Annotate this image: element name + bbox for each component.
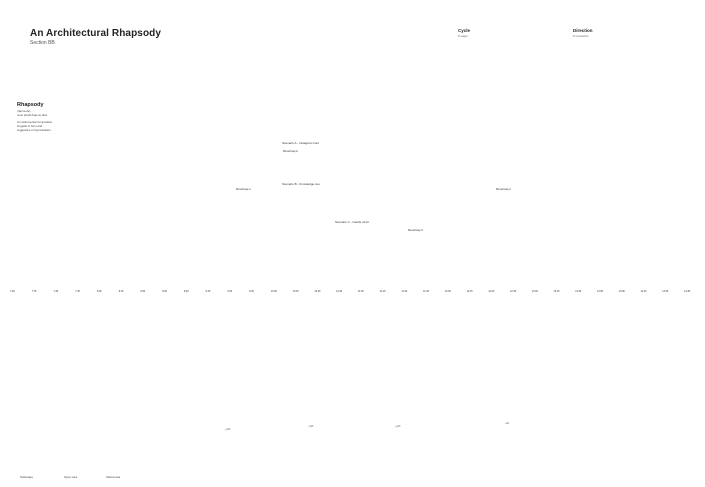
timeline-tick-label: 8:45	[162, 290, 167, 293]
sea-line	[11, 435, 121, 441]
timeline-tick-label: 9:45	[249, 290, 254, 293]
timeline-tick-label: 11:15	[379, 290, 386, 293]
contour-label: +150	[307, 424, 314, 429]
timeline-tick-label: 10:15	[292, 290, 299, 293]
timeline-tick-label: 7:00	[10, 290, 15, 293]
page-subtitle: Section BB	[30, 40, 55, 46]
timeline-ruler	[2, 286, 699, 303]
timeline-tick-label: 14:15	[640, 290, 647, 293]
definition-line: noun plural rhap-so-dies	[17, 113, 48, 117]
page-title: An Architectural Rhapsody	[30, 28, 162, 39]
cycle-subtitle: # steps	[458, 34, 468, 38]
timeline-tick-label: 8:15	[118, 290, 124, 293]
legend-open-sea: Open sea	[64, 475, 78, 479]
timeline-tick-label: 11:30	[401, 290, 408, 293]
legend-varied-sea: Varied sea	[106, 475, 121, 479]
scenario-c-band	[309, 227, 697, 258]
definition-line: suggestive of improvisation.	[17, 128, 52, 132]
cycle-diagram	[465, 35, 555, 125]
definition-line: (räp'sə-dē)	[17, 109, 31, 113]
timeline-tick-label: 12:15	[466, 290, 473, 293]
timeline-tick-label: 9:15	[205, 290, 211, 293]
timeline-tick-label: 11:00	[357, 290, 364, 293]
timeline-tick-label: 10:00	[270, 290, 277, 293]
marker-b2-label: Moodmap 2	[496, 187, 511, 191]
cycle-title: Cycle	[458, 28, 471, 33]
direction-diagram	[577, 35, 667, 125]
timeline-tick-label: 7:15	[31, 290, 37, 293]
definition-line: An instrumental composition	[17, 120, 53, 124]
timeline-tick-label: 7:45	[75, 290, 80, 293]
clouds	[85, 259, 637, 362]
landscape-section	[11, 366, 691, 471]
contour-label: +100	[394, 424, 401, 429]
marker-a-label: Moodmap A	[283, 149, 298, 153]
timeline-tick-label: 12:30	[488, 290, 495, 293]
timeline-tick-label: 7:30	[53, 290, 59, 293]
tree-line	[469, 380, 677, 389]
contour-label: +50	[504, 421, 510, 426]
timeline-tick-label: 10:45	[336, 290, 343, 293]
timeline-tick-label: 10:30	[314, 290, 321, 293]
scenario-b-label: Scenario B - Knowledge cue	[282, 182, 320, 186]
marker-c-label: Moodmap C	[408, 228, 424, 232]
marker-b1-label: Moodmap 1	[236, 187, 251, 191]
timeline-tick-label: 14:00	[618, 290, 625, 293]
definition-word: Rhapsody	[17, 102, 44, 108]
treble-clef-icon: 𝄞	[26, 178, 54, 236]
contour-label: +200	[224, 427, 231, 432]
timeline-tick-label: 12:00	[444, 290, 451, 293]
definition-line: irregular in form and	[17, 124, 43, 128]
scenario-a-label: Scenario A - Instagram hunt	[282, 141, 320, 145]
scenario-c-label: Scenario C - Gentle stroll	[335, 220, 369, 224]
legend-soilscape: Soilscape	[20, 475, 34, 479]
timeline-tick-label: 8:00	[96, 290, 102, 293]
timeline-tick-label: 9:00	[183, 290, 189, 293]
page-border	[9, 9, 696, 479]
timeline-tick-label: 13:30	[575, 290, 582, 293]
timeline-tick-label: 14:30	[662, 290, 669, 293]
direction-title: Direction	[573, 28, 593, 33]
timeline-tick-label: 11:45	[423, 290, 429, 293]
timeline-tick-label: 13:00	[531, 290, 538, 293]
timeline-tick-label: 9:30	[227, 290, 233, 293]
timeline-tick-label: 8:30	[140, 290, 146, 293]
direction-subtitle: # conductor	[573, 34, 589, 38]
direction-arrow-icon	[583, 67, 665, 87]
moodmap-markers	[251, 150, 513, 257]
timeline-tick-label: 13:45	[597, 290, 604, 293]
timeline-tick-label: 12:45	[510, 290, 517, 293]
timeline-tick-label: 14:45	[684, 290, 690, 293]
timeline-tick-label: 13:15	[553, 290, 560, 293]
